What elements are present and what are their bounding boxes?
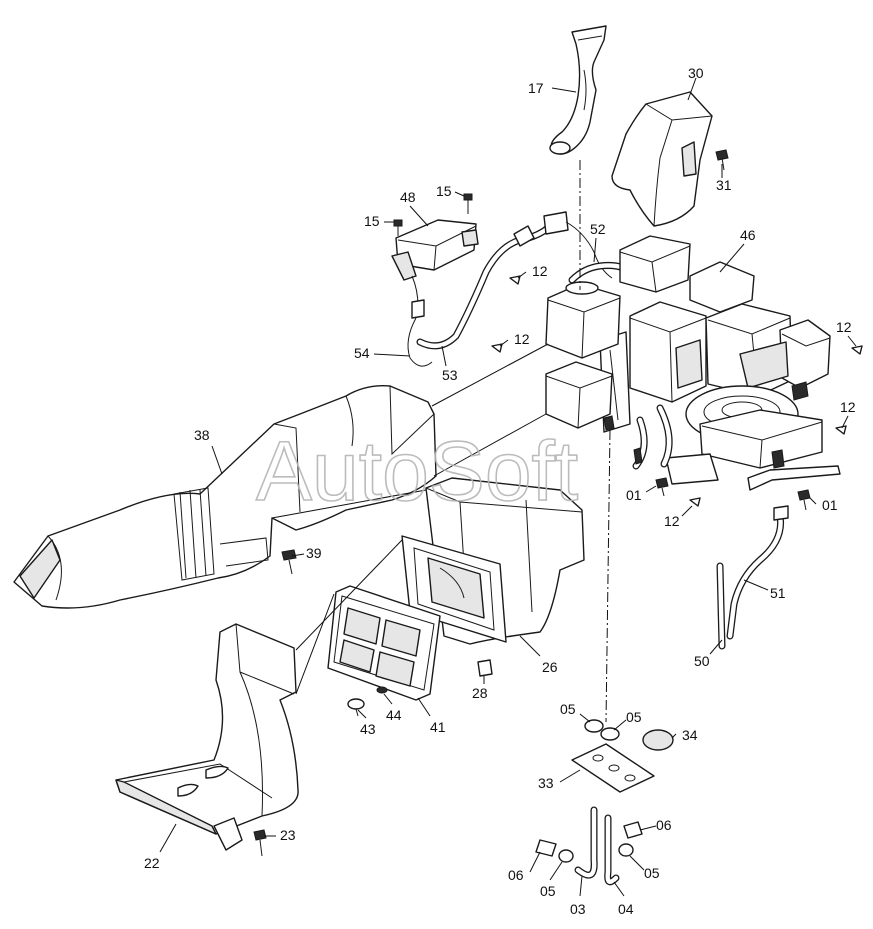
callout-43: 43 bbox=[360, 721, 376, 737]
callout-12-b: 12 bbox=[514, 331, 530, 347]
callout-52: 52 bbox=[590, 221, 606, 237]
part-50-tube bbox=[716, 562, 726, 650]
callout-05-bottom-left: 05 bbox=[540, 883, 556, 899]
callout-06-left: 06 bbox=[508, 867, 524, 883]
callout-51: 51 bbox=[770, 585, 786, 601]
part-04-hose bbox=[604, 814, 620, 886]
part-44-washer bbox=[376, 686, 388, 694]
callout-12-d: 12 bbox=[840, 399, 856, 415]
callout-53: 53 bbox=[442, 367, 458, 383]
callout-30: 30 bbox=[688, 65, 704, 81]
callout-01-left: 01 bbox=[626, 487, 642, 503]
callout-31: 31 bbox=[716, 177, 732, 193]
callout-12-c: 12 bbox=[836, 319, 852, 335]
part-17-vertical-duct bbox=[549, 25, 607, 155]
callout-01-right: 01 bbox=[822, 497, 838, 513]
part-03-hose bbox=[574, 806, 598, 879]
part-43-knob bbox=[347, 698, 365, 717]
callout-leaders bbox=[159, 77, 857, 897]
callout-22: 22 bbox=[144, 855, 160, 871]
part-06-fitting-left bbox=[535, 839, 557, 857]
watermark-text: AutoSoft bbox=[256, 424, 578, 518]
callout-34: 34 bbox=[682, 727, 698, 743]
callout-06-right: 06 bbox=[656, 817, 672, 833]
part-38-main-duct bbox=[13, 385, 437, 609]
callout-39: 39 bbox=[306, 545, 322, 561]
callout-12-a: 12 bbox=[532, 263, 548, 279]
callout-15-right: 15 bbox=[436, 183, 452, 199]
part-28-bolt bbox=[477, 659, 493, 677]
part-05-clamps-top bbox=[584, 719, 620, 741]
part-48-control-box bbox=[391, 219, 479, 367]
part-41-filter bbox=[327, 585, 441, 701]
part-30-duct-elbow bbox=[611, 91, 713, 227]
callout-48: 48 bbox=[400, 189, 416, 205]
part-15-screw-right bbox=[463, 193, 473, 214]
callout-05-top-right: 05 bbox=[626, 709, 642, 725]
part-53-wiring-harness bbox=[416, 211, 613, 350]
part-34-cap bbox=[642, 729, 674, 751]
part-31-bolt bbox=[715, 149, 729, 171]
callout-50: 50 bbox=[694, 653, 710, 669]
callout-23: 23 bbox=[280, 827, 296, 843]
callout-28: 28 bbox=[472, 685, 488, 701]
callout-12-e: 12 bbox=[664, 513, 680, 529]
callout-44: 44 bbox=[386, 707, 402, 723]
callout-54: 54 bbox=[354, 345, 370, 361]
callout-labels: 17 30 31 15 15 48 52 46 12 12 12 12 12 5… bbox=[144, 65, 856, 917]
callout-05-top-left: 05 bbox=[560, 701, 576, 717]
part-15-screw-left bbox=[393, 219, 403, 236]
part-22-floor-duct bbox=[115, 623, 299, 851]
callout-17: 17 bbox=[528, 80, 544, 96]
callout-46: 46 bbox=[740, 227, 756, 243]
part-plenum-blocks bbox=[545, 281, 621, 429]
callout-04: 04 bbox=[618, 901, 634, 917]
part-33-plate bbox=[571, 743, 655, 793]
part-01-bolt-left bbox=[655, 477, 669, 497]
part-01-bolt-right bbox=[797, 489, 811, 511]
callout-38: 38 bbox=[194, 427, 210, 443]
part-12-grommets bbox=[491, 275, 863, 507]
callout-41: 41 bbox=[430, 719, 446, 735]
callout-15-left: 15 bbox=[364, 213, 380, 229]
callout-05-bottom-right: 05 bbox=[644, 865, 660, 881]
callout-03: 03 bbox=[570, 901, 586, 917]
part-23-bolt bbox=[253, 829, 267, 857]
part-46-hvac-unit bbox=[599, 235, 841, 491]
part-05-clamps-bottom bbox=[558, 843, 634, 863]
callout-26: 26 bbox=[542, 659, 558, 675]
callout-33: 33 bbox=[538, 775, 554, 791]
part-39-screw bbox=[281, 549, 297, 575]
part-51-tube bbox=[726, 505, 789, 640]
part-06-fitting-right bbox=[623, 821, 643, 839]
assembly-lines bbox=[271, 160, 611, 723]
